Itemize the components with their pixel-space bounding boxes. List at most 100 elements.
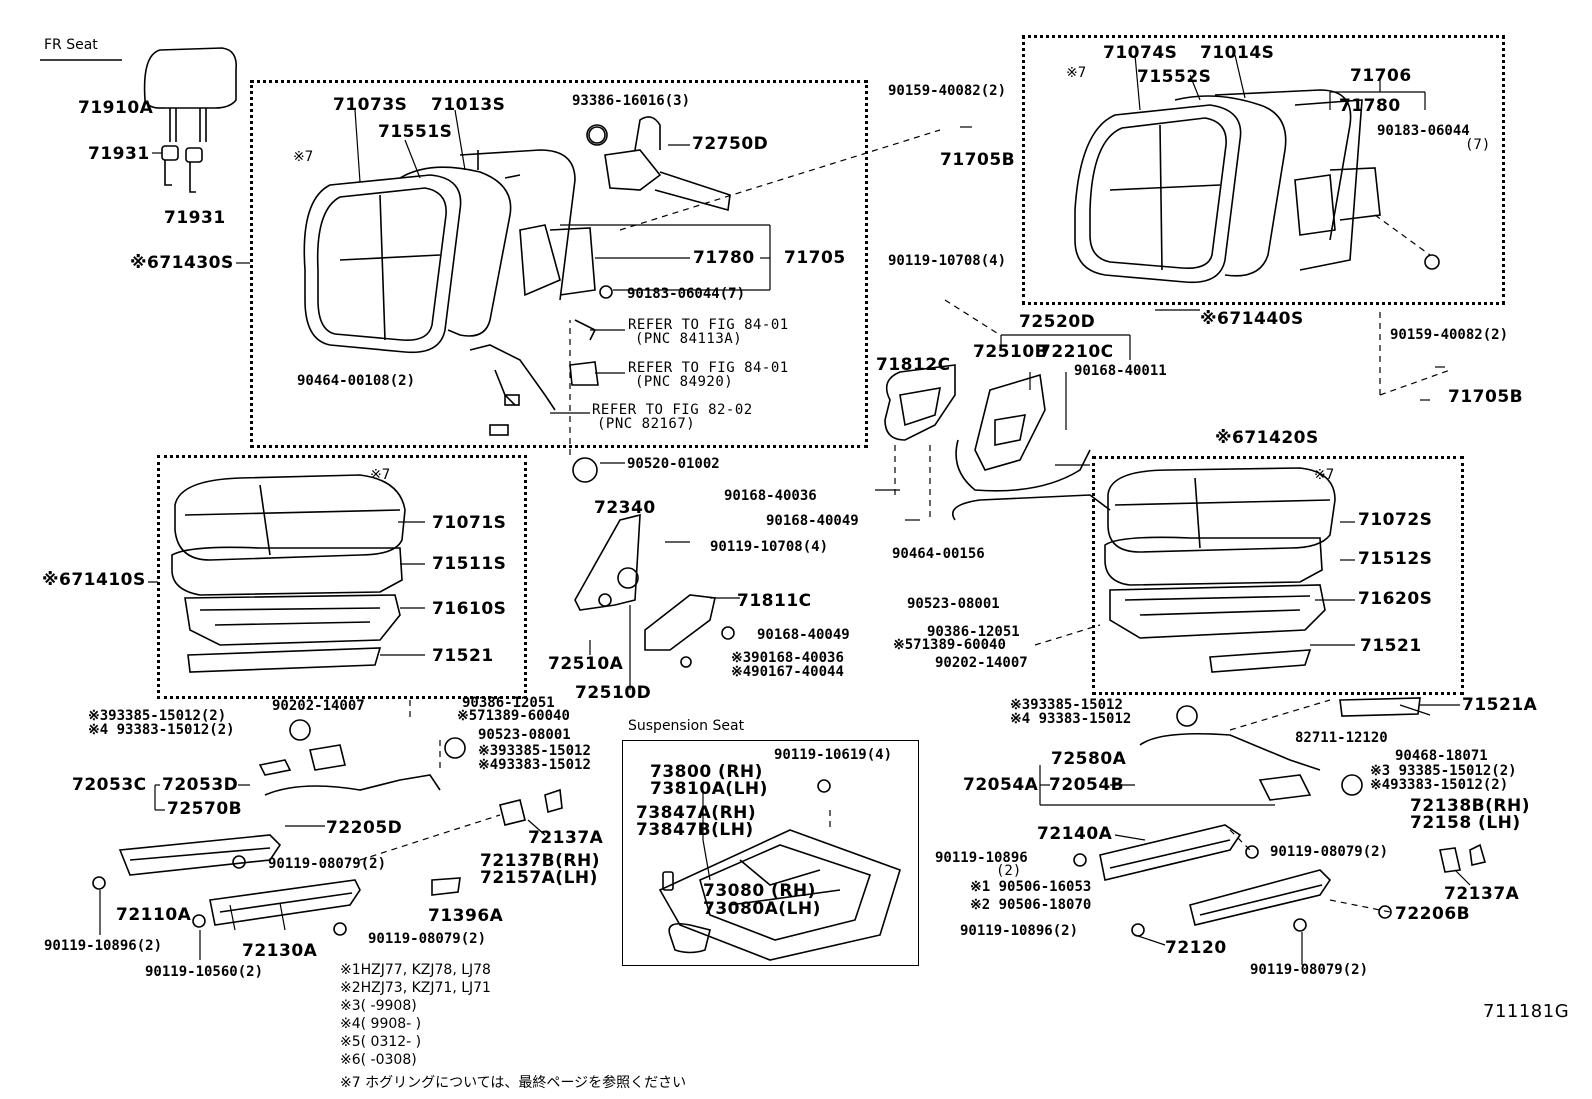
part-label-72137A[interactable]: 72137A — [528, 828, 604, 848]
part-label-71389-60040[interactable]: ※571389-60040 — [457, 708, 570, 724]
part-label-73847B[interactable]: 73847B(LH) — [636, 820, 754, 840]
part-label-90202-14007[interactable]: 90202-14007 — [272, 698, 365, 714]
part-label-90168-40011[interactable]: 90168-40011 — [1074, 363, 1167, 379]
part-label-72580A[interactable]: 72580A — [1051, 749, 1127, 769]
part-label-72053D[interactable]: 72053D — [162, 775, 239, 795]
part-label-90386-12051-b[interactable]: 90386-12051 — [927, 624, 1020, 640]
part-label-93383-15012-rr[interactable]: ※493383-15012(2) — [1370, 777, 1509, 793]
part-label-71551S[interactable]: 71551S — [378, 122, 453, 142]
part-label-90168-40049[interactable]: 90168-40049 — [766, 513, 859, 529]
part-label-72205D[interactable]: 72205D — [326, 818, 403, 838]
part-label-71071S[interactable]: 71071S — [432, 513, 507, 533]
part-label-90523-08001[interactable]: 90523-08001 — [478, 727, 571, 743]
part-label-90119-08079-f[interactable]: 90119-08079(2) — [1250, 962, 1369, 978]
part-label-90520-01002[interactable]: 90520-01002 — [627, 456, 720, 472]
part-label-72138B[interactable]: 72138B(RH) — [1410, 796, 1530, 816]
part-label-71552S[interactable]: 71552S — [1137, 67, 1212, 87]
part-label-90119-10896-e[interactable]: 90119-10896(2) — [960, 923, 1079, 939]
part-label-71620S[interactable]: 71620S — [1358, 589, 1433, 609]
part-label-72157A[interactable]: 72157A(LH) — [480, 868, 598, 888]
part-label-90468-18071[interactable]: 90468-18071 — [1395, 748, 1488, 764]
part-label-73080A[interactable]: 73080A(LH) — [703, 899, 821, 919]
part-label-71410S[interactable]: ※671410S — [42, 570, 146, 590]
part-label-72054A[interactable]: 72054A — [963, 775, 1039, 795]
part-label-71430S[interactable]: ※671430S — [130, 253, 234, 273]
part-label-90183-06044[interactable]: 90183-06044(7) — [627, 286, 746, 302]
part-label-71931[interactable]: 71931 — [88, 144, 150, 164]
part-label-71811C[interactable]: 71811C — [737, 591, 812, 611]
part-label-90168-40036[interactable]: 90168-40036 — [724, 488, 817, 504]
part-label-71389-60040-b[interactable]: ※571389-60040 — [893, 637, 1006, 653]
part-label-72137B[interactable]: 72137B(RH) — [480, 851, 600, 871]
part-label-90202-14007-b[interactable]: 90202-14007 — [935, 655, 1028, 671]
part-label-72158[interactable]: 72158 (LH) — [1410, 813, 1521, 833]
part-label-90119-08079-j[interactable]: 90119-08079(2) — [368, 931, 487, 947]
ref-fig-82-02[interactable]: REFER TO FIG 82-02 — [592, 402, 753, 418]
part-label-90523-08001-b[interactable]: 90523-08001 — [907, 596, 1000, 612]
part-label-71013S[interactable]: 71013S — [431, 95, 506, 115]
part-label-72510B[interactable]: 72510B — [973, 342, 1049, 362]
part-label-90167-40044[interactable]: ※490167-40044 — [731, 664, 844, 680]
part-label-71705[interactable]: 71705 — [784, 248, 846, 268]
part-label-72510A[interactable]: 72510A — [548, 654, 624, 674]
part-label-90506-18070[interactable]: ※2 90506-18070 — [970, 897, 1092, 913]
part-label-71521A[interactable]: 71521A — [1462, 695, 1538, 715]
part-label-72520D[interactable]: 72520D — [1019, 312, 1096, 332]
part-label-93383-15012-b[interactable]: ※493383-15012 — [478, 757, 591, 773]
part-label-72210C[interactable]: 72210C — [1039, 342, 1114, 362]
part-label-71705B[interactable]: 71705B — [940, 150, 1016, 170]
part-label-93385-15012-rr[interactable]: ※3 93385-15012(2) — [1370, 763, 1517, 779]
part-label-71074S[interactable]: 71074S — [1103, 43, 1178, 63]
part-label-71705B-b[interactable]: 71705B — [1448, 387, 1524, 407]
part-label-90119-08079-d[interactable]: 90119-08079(2) — [1270, 844, 1389, 860]
part-label-71910A[interactable]: 71910A — [78, 98, 154, 118]
part-label-71072S[interactable]: 71072S — [1358, 510, 1433, 530]
part-label-93385-15012-r[interactable]: ※393385-15012 — [1010, 697, 1123, 713]
part-label-93386-16016[interactable]: 93386-16016(3) — [572, 93, 691, 109]
part-label-73800[interactable]: 73800 (RH) — [650, 762, 763, 782]
part-label-73080[interactable]: 73080 (RH) — [703, 881, 816, 901]
part-label-90159-40082-b[interactable]: 90159-40082(2) — [1390, 327, 1509, 343]
part-label-90168-40036-b[interactable]: ※390168-40036 — [731, 650, 844, 666]
part-label-72340[interactable]: 72340 — [594, 498, 656, 518]
part-label-71780-b[interactable]: 71780 — [1339, 96, 1401, 116]
part-label-72206B[interactable]: 72206B — [1395, 904, 1471, 924]
part-label-71512S[interactable]: 71512S — [1358, 549, 1433, 569]
part-label-90119-10896-c[interactable]: 90119-10896 — [935, 850, 1028, 866]
part-label-71931-b[interactable]: 71931 — [164, 208, 226, 228]
part-label-90119-10560[interactable]: 90119-10560(2) — [145, 964, 264, 980]
part-label-71610S[interactable]: 71610S — [432, 599, 507, 619]
part-label-73810A[interactable]: 73810A(LH) — [650, 779, 768, 799]
part-label-72120[interactable]: 72120 — [1165, 938, 1227, 958]
part-label-71396A[interactable]: 71396A — [428, 906, 504, 926]
part-label-72130A[interactable]: 72130A — [242, 941, 318, 961]
part-label-71511S[interactable]: 71511S — [432, 554, 507, 574]
part-label-71812C[interactable]: 71812C — [876, 355, 951, 375]
part-label-90464-00108[interactable]: 90464-00108(2) — [297, 373, 416, 389]
part-label-71780[interactable]: 71780 — [693, 248, 755, 268]
part-label-90183-06044-b[interactable]: 90183-06044 — [1377, 123, 1470, 139]
part-label-93383-15012-a[interactable]: ※4 93383-15012(2) — [88, 722, 235, 738]
part-label-71521[interactable]: 71521 — [432, 646, 494, 666]
part-label-72570B[interactable]: 72570B — [167, 799, 243, 819]
part-label-93385-15012-b[interactable]: ※393385-15012 — [478, 743, 591, 759]
ref-fig-84-01-a[interactable]: REFER TO FIG 84-01 — [628, 317, 789, 333]
part-label-71440S[interactable]: ※671440S — [1200, 309, 1304, 329]
part-label-71073S[interactable]: 71073S — [333, 95, 408, 115]
part-label-90119-10619[interactable]: 90119-10619(4) — [774, 747, 893, 763]
part-label-90159-40082[interactable]: 90159-40082(2) — [888, 83, 1007, 99]
part-label-90119-10896-h[interactable]: 90119-10896(2) — [44, 938, 163, 954]
part-label-72510D[interactable]: 72510D — [575, 683, 652, 703]
part-label-72750D[interactable]: 72750D — [692, 134, 769, 154]
part-label-73847A[interactable]: 73847A(RH) — [636, 803, 757, 823]
part-label-71420S[interactable]: ※671420S — [1215, 428, 1319, 448]
part-label-72137A-b[interactable]: 72137A — [1444, 884, 1520, 904]
part-label-71706[interactable]: 71706 — [1350, 66, 1412, 86]
part-label-71014S[interactable]: 71014S — [1200, 43, 1275, 63]
part-label-90464-00156[interactable]: 90464-00156 — [892, 546, 985, 562]
part-label-90119-10708-b[interactable]: 90119-10708(4) — [710, 539, 829, 555]
part-label-72110A[interactable]: 72110A — [116, 905, 192, 925]
part-label-82711-12120[interactable]: 82711-12120 — [1295, 730, 1388, 746]
part-label-72054B[interactable]: 72054B — [1049, 775, 1125, 795]
part-label-93385-15012-a[interactable]: ※393385-15012(2) — [88, 708, 227, 724]
